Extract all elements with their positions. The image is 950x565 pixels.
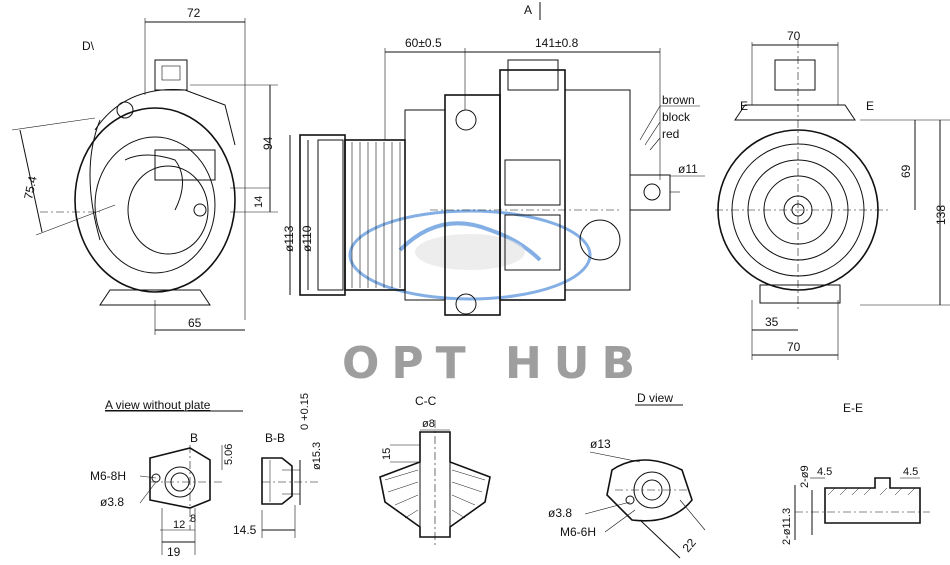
a-view-drawing: A 60±0.5 141±0.8 ø11 xyxy=(282,2,705,316)
e-dim-right1: 69 xyxy=(899,164,913,178)
detail-d-hole: ø3.8 xyxy=(548,506,572,520)
e-dim-bottom1: 35 xyxy=(765,315,779,329)
a-dim-right: 141±0.8 xyxy=(535,36,579,50)
d-dim-angle: 75.4 xyxy=(21,175,40,201)
detail-ee-dim-45b: 4.5 xyxy=(903,466,918,478)
d-view-label: D\ xyxy=(82,39,95,53)
wire-label-brown: brown xyxy=(662,93,695,107)
detail-bb-dim-145: 14.5 xyxy=(233,523,257,537)
detail-ee-dim-9: 2-ø9 xyxy=(799,465,811,488)
detail-c-c: C-C ø8 15 xyxy=(379,394,491,545)
e-dim-right2: 138 xyxy=(934,205,948,225)
e-dim-bottom2: 70 xyxy=(787,340,801,354)
a-view-label: A xyxy=(524,3,532,17)
detail-cc-dim-side: 15 xyxy=(381,448,393,460)
detail-d-dim-22: 22 xyxy=(680,535,700,554)
detail-d-view: D view ø13 ø3.8 M6-6H 22 xyxy=(548,391,706,559)
detail-e-e: E-E 4.5 4.5 2-ø9 2-ø11.3 xyxy=(781,401,930,545)
d-dim-small: 14 xyxy=(253,196,265,208)
detail-a-dim-506: 5.06 xyxy=(223,444,235,465)
detail-d-dim-13: ø13 xyxy=(590,437,611,451)
detail-cc-title: C-C xyxy=(415,394,437,408)
detail-bb-title: B-B xyxy=(265,431,285,445)
detail-a-label-b: B xyxy=(190,431,198,445)
e-view-drawing: E E 70 69 138 35 70 xyxy=(715,29,950,360)
detail-a-view-without-plate: A view without plate B 5.06 M6-8H ø3.8 1… xyxy=(90,398,243,559)
e-section-right: E xyxy=(866,99,874,113)
d-dim-bottom: 65 xyxy=(188,316,202,330)
detail-cc-dim-top: ø8 xyxy=(422,418,435,430)
detail-bb-tol: 0 +0.15 xyxy=(299,393,311,430)
watermark-logo xyxy=(348,209,592,301)
watermark-text: OPT HUB xyxy=(342,338,647,389)
detail-a-dim-12: 12 xyxy=(173,519,185,531)
detail-a-dim-8: 8 xyxy=(190,513,196,525)
a-dim-left: 60±0.5 xyxy=(405,36,442,50)
a-dim-port: ø11 xyxy=(678,162,698,176)
d-dim-top: 72 xyxy=(187,6,201,20)
detail-ee-dim-113: 2-ø11.3 xyxy=(781,508,793,545)
detail-ee-title: E-E xyxy=(843,401,863,415)
detail-a-thread: M6-8H xyxy=(90,469,126,483)
wire-label-block: block xyxy=(662,110,691,124)
detail-a-title: A view without plate xyxy=(105,398,211,412)
a-dim-diam2: ø110 xyxy=(300,225,314,252)
detail-a-hole: ø3.8 xyxy=(100,495,124,509)
detail-a-dim-19: 19 xyxy=(167,545,181,559)
a-dim-diam1: ø113 xyxy=(282,225,296,252)
detail-d-title: D view xyxy=(637,391,673,405)
e-dim-top: 70 xyxy=(787,29,801,43)
e-section-left: E xyxy=(740,99,748,113)
detail-d-thread: M6-6H xyxy=(560,525,596,539)
detail-bb-dim-15: ø15.3 xyxy=(311,442,323,470)
wire-label-red: red xyxy=(662,127,679,141)
d-view-drawing: D\ 72 94 14 65 75.4 xyxy=(11,6,278,335)
d-dim-right: 94 xyxy=(261,136,275,150)
detail-ee-dim-45a: 4.5 xyxy=(817,466,832,478)
detail-b-b: B-B ø15.3 0 +0.15 14.5 xyxy=(233,393,323,538)
